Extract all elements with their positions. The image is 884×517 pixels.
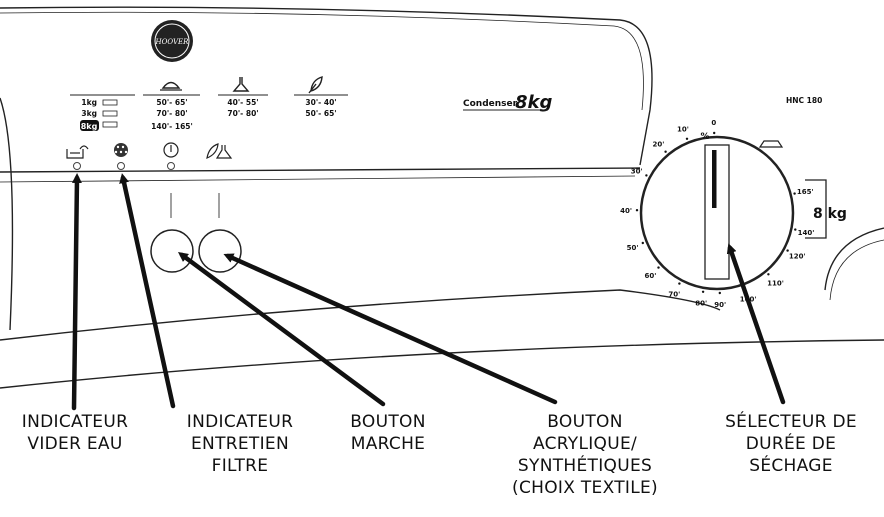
callout-synthetic-line-2: ACRYLIQUE/ xyxy=(532,434,638,454)
arrow-timer-selector xyxy=(726,243,786,405)
dial-label: 60' xyxy=(644,272,656,280)
dial-tick xyxy=(645,174,648,177)
load-row-2: 3kg xyxy=(81,109,97,118)
arrow-filter-indicator xyxy=(119,173,176,409)
dial-tick xyxy=(635,209,639,212)
dial-tick xyxy=(767,273,770,276)
filter-indicator-led xyxy=(117,162,125,170)
power-indicator-led xyxy=(167,162,175,170)
callout-water-line-1: INDICATEUR xyxy=(21,412,129,432)
filter-icon xyxy=(114,143,128,157)
delicate-symbol-icon xyxy=(308,76,323,94)
delicate-time-2: 50'- 65' xyxy=(305,109,336,118)
dial-grip xyxy=(704,144,730,280)
water-indicator-led xyxy=(73,162,81,170)
timer-dial[interactable] xyxy=(639,135,795,291)
synthetic-symbol-icon xyxy=(232,77,250,92)
load-table: 1kg 3kg 8kg 50'- 65' 70'- 80' 140'- 165'… xyxy=(70,76,348,131)
synthetic-time-2: 70'- 80' xyxy=(227,109,258,118)
cotton-time-3: 140'- 165' xyxy=(151,122,193,131)
callout-power-button: BOUTON MARCHE xyxy=(323,411,453,455)
dial-label: 110' xyxy=(767,280,784,288)
dial-label: 30' xyxy=(631,167,643,175)
power-button[interactable] xyxy=(150,229,194,273)
dial-label: 120' xyxy=(789,253,806,261)
dial-tick xyxy=(641,241,644,245)
power-icon xyxy=(163,142,179,158)
capacity-bracket xyxy=(805,179,827,239)
synthetic-time-1: 40'- 55' xyxy=(227,98,258,107)
callout-timer-line-2: DURÉE DE xyxy=(745,434,837,454)
callout-filter-line-3: FILTRE xyxy=(211,456,269,476)
dial-tick xyxy=(678,282,681,285)
dial-label: 20' xyxy=(653,140,665,148)
arrow-power-button xyxy=(177,252,386,407)
callout-synthetic-button: BOUTON ACRYLIQUE/ SYNTHÉTIQUES (CHOIX TE… xyxy=(490,411,680,499)
condenser-badge: Condenser 8kg xyxy=(463,92,552,113)
dial-label: 140' xyxy=(798,229,815,237)
load-row-3: 8kg xyxy=(81,122,98,131)
callout-water-line-2: VIDER EAU xyxy=(27,434,123,454)
dial-label: 0 xyxy=(711,119,716,127)
dial-label: 80' xyxy=(695,300,707,308)
button-stems xyxy=(170,193,220,218)
condenser-label: Condenser xyxy=(463,99,518,109)
hoover-logo: HOOVER xyxy=(151,20,193,62)
callout-timer-selector: SÉLECTEUR DE DURÉE DE SÉCHAGE xyxy=(706,411,876,477)
arrow-water-indicator xyxy=(71,173,82,411)
dial-pointer xyxy=(712,150,717,208)
dial-tick xyxy=(786,249,789,252)
dial-special-symbol: % xyxy=(700,132,709,142)
model-label: HNC 180 xyxy=(786,96,822,105)
water-tank-icon xyxy=(66,145,89,159)
callout-timer-line-1: SÉLECTEUR DE xyxy=(725,412,857,432)
delicate-time-1: 30'- 40' xyxy=(305,98,336,107)
dial-label: 165' xyxy=(797,188,814,196)
callout-power-line-2: MARCHE xyxy=(350,434,426,454)
dial-tick xyxy=(685,137,689,140)
dial-tick xyxy=(664,150,667,153)
dial-tick xyxy=(718,291,721,295)
dial-label: 70' xyxy=(668,290,680,298)
callout-water-indicator: INDICATEUR VIDER EAU xyxy=(5,411,145,455)
dial-label: 50' xyxy=(627,244,639,252)
callout-filter-line-1: INDICATEUR xyxy=(186,412,294,432)
cotton-time-1: 50'- 65' xyxy=(156,98,187,107)
callout-synthetic-line-3: SYNTHÉTIQUES xyxy=(517,456,653,476)
dial-heat-icon xyxy=(758,140,784,148)
load-row-1: 1kg xyxy=(81,98,97,107)
callout-timer-line-3: SÉCHAGE xyxy=(749,456,833,476)
dial-tick xyxy=(794,228,797,231)
dial-capacity-label: 8 kg xyxy=(813,206,847,222)
callout-synthetic-line-1: BOUTON xyxy=(547,412,623,432)
cotton-symbol-icon xyxy=(160,81,182,91)
callout-synthetic-line-4: (CHOIX TEXTILE) xyxy=(512,478,658,498)
synthetic-select-icon xyxy=(206,143,233,159)
callout-filter-indicator: INDICATEUR ENTRETIEN FILTRE xyxy=(170,411,310,477)
dial-tick xyxy=(657,266,660,269)
synthetic-button[interactable] xyxy=(198,229,242,273)
logo-text: HOOVER xyxy=(155,38,190,46)
dial-tick xyxy=(713,131,716,135)
callout-arrows xyxy=(71,173,786,411)
dial-label: 40' xyxy=(620,207,632,215)
arrow-synthetic-button xyxy=(223,253,558,405)
machine-outline xyxy=(0,6,884,389)
callout-filter-line-2: ENTRETIEN xyxy=(191,434,289,454)
dial-tick xyxy=(793,192,796,195)
dial-tick xyxy=(701,290,705,293)
dial-label: 90' xyxy=(714,301,726,309)
capacity-label: 8kg xyxy=(515,92,552,113)
cotton-time-2: 70'- 80' xyxy=(156,109,187,118)
callout-power-line-1: BOUTON xyxy=(350,412,426,432)
dial-label: 10' xyxy=(677,126,689,134)
